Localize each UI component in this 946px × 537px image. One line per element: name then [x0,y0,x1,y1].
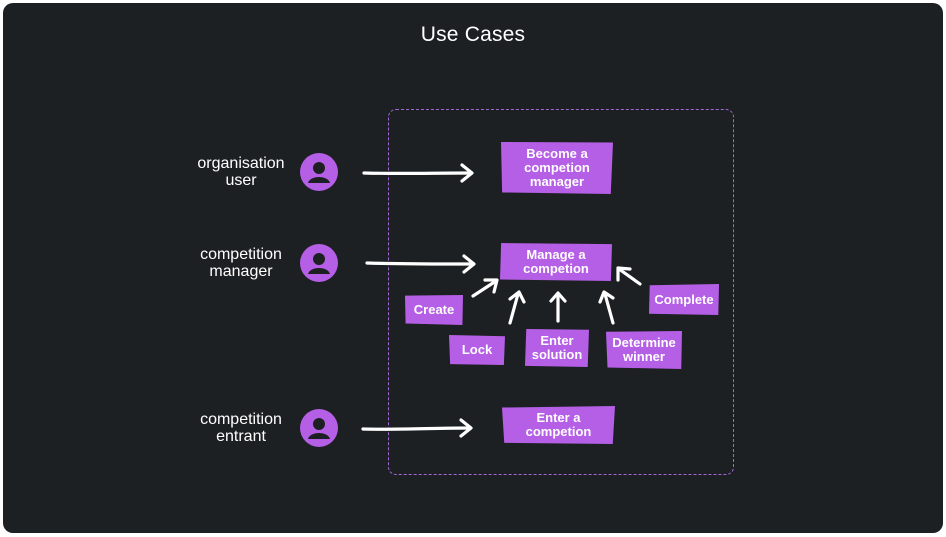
subcase-determine-winner: Determine winner [606,331,682,369]
actor-label-line: competition [200,411,282,428]
arrows-layer [361,163,642,438]
person-icon [300,153,338,191]
usecase-line: Become a [526,146,588,161]
actor-label-organisation-user: organisation user [166,155,316,189]
arrow-create [471,278,499,298]
usecase-enter: Enter a competion [502,406,615,444]
arrow-lock [508,290,526,325]
arrow-competition-entrant [361,418,473,438]
diagram-canvas: Use Cases organisation user competition … [3,3,943,533]
actor-label-line: entrant [216,428,266,445]
subcase-label: Create [413,302,455,317]
usecase-line: competion [524,160,590,175]
usecase-line: competion [525,424,592,439]
actor-label-line: organisation [197,155,285,172]
system-boundary [388,109,734,475]
subcase-lock: Lock [449,335,505,365]
subcase-label: Lock [461,342,493,357]
actor-label-line: competition [200,246,282,263]
subcase-complete: Complete [649,284,719,315]
person-icon [300,244,338,282]
subcase-label: Complete [654,291,714,307]
arrow-determine-winner [598,290,615,325]
subcase-enter-solution: Enter solution [525,329,589,367]
subcase-line: solution [531,347,583,362]
usecase-line: Manage a [526,247,586,262]
subcase-line: winner [623,349,665,364]
usecase-line: Enter a [536,410,581,425]
subcase-line: Enter [540,333,574,348]
usecase-become-manager: Become a competion manager [501,142,613,194]
actor-label-line: manager [209,263,273,280]
arrow-complete [616,266,642,286]
actor-label-line: user [225,172,257,189]
usecase-manage: Manage a competion [500,243,612,281]
subcase-line: Determine [612,335,676,350]
person-icon [300,409,338,447]
actor-label-competition-manager: competition manager [166,246,316,280]
arrow-organisation-user [362,163,474,183]
subcase-create: Create [405,295,463,325]
actor-label-competition-entrant: competition entrant [166,411,316,445]
usecase-line: competion [523,261,589,276]
usecase-line: manager [529,174,585,189]
arrow-enter-solution [549,291,567,323]
diagram-title: Use Cases [420,23,526,46]
arrow-competition-manager [365,254,476,274]
